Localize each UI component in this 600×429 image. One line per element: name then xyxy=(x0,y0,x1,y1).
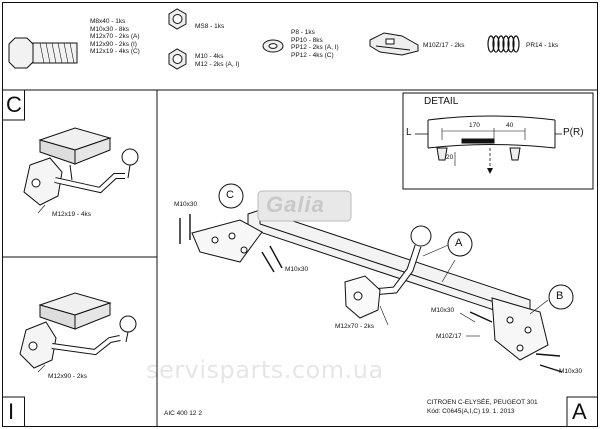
washer-line-2: PP10 - 8ks xyxy=(291,36,323,44)
detail-dim-170: 170 xyxy=(469,122,480,129)
callout-m12x70: M12x70 - 2ks xyxy=(335,323,375,330)
galia-logo-text: Galia xyxy=(266,192,325,217)
spring-icon xyxy=(487,35,520,53)
tow-ball-i-drawing xyxy=(19,292,137,369)
nut-icon xyxy=(168,8,187,70)
callout-m10z17: M10Z/17 xyxy=(436,333,462,340)
nut-quantity-list: M10 - 4ks M12 - 2ks (A, I) xyxy=(195,53,239,68)
letter-box-a xyxy=(566,396,598,427)
drawing-number: AIC 400 12 2 xyxy=(164,410,202,417)
callout-m10x30-bottom: M10x30 xyxy=(559,368,583,375)
tow-ball-c-drawing xyxy=(23,127,139,206)
panel-i-bolt-label: M12x90 - 2ks xyxy=(48,373,88,380)
code-and-date: Kód: C0645(A,I,C) 19. 1. 2013 xyxy=(427,408,515,415)
washer-icon xyxy=(262,39,284,53)
callout-a-letter: A xyxy=(455,237,463,249)
detail-right-label: P(R) xyxy=(563,127,584,138)
callout-m10x30-top: M10x30 xyxy=(174,201,198,208)
bolt-icon xyxy=(8,37,78,69)
callout-circle-b xyxy=(548,284,574,310)
galia-logo xyxy=(257,190,352,222)
bolt-line-3: M12x70 - 2ks (A) xyxy=(90,33,140,41)
washer-line-4: PP12 - 4ks (C) xyxy=(291,51,334,59)
detail-dim-20: 20 xyxy=(446,154,454,161)
main-bar-drawing xyxy=(179,209,563,373)
bolt-line-1: M8x40 - 1ks xyxy=(90,18,126,25)
detail-dim-40: 40 xyxy=(506,122,514,129)
callout-circle-a xyxy=(447,231,473,257)
callout-m10x30-left: M10x30 xyxy=(285,266,309,273)
spring-label: PR14 - 1ks xyxy=(526,42,559,49)
washer-line-3: PP12 - 2ks (A, I) xyxy=(291,44,339,52)
watermark-text: servisparts.com.ua xyxy=(146,356,384,384)
clip-nut-icon xyxy=(369,32,419,56)
detail-diagram xyxy=(402,92,594,190)
nut-line-2: M12 - 2ks (A, I) xyxy=(195,60,240,68)
detail-title: DETAIL xyxy=(424,96,459,107)
bolt-line-4: M12x90 - 2ks (I) xyxy=(90,40,137,48)
letter-box-c xyxy=(2,89,25,121)
letter-box-i xyxy=(2,396,25,427)
clip-nut-label: M10Z/17 - 2ks xyxy=(423,42,465,49)
bolt-line-2: M10x30 - 8ks xyxy=(90,25,130,33)
bolt-quantity-list: M8x40 - 1ks M10x30 - 8ks M12x70 - 2ks (A… xyxy=(90,18,140,56)
panel-letter-i: I xyxy=(8,399,15,424)
vehicle-model: CITROEN C-ELYSÉE, PEUGEOT 301 xyxy=(427,399,538,406)
panel-letter-c: C xyxy=(6,92,22,117)
washer-quantity-list: P8 - 1ks PP10 - 8ks PP12 - 2ks (A, I) PP… xyxy=(291,29,339,59)
callout-circle-c xyxy=(218,183,244,209)
callout-c-letter: C xyxy=(226,189,234,201)
nut-ms8-label: MS8 - 1ks xyxy=(195,23,225,30)
bolt-line-5: M12x19 - 4ks (C) xyxy=(90,48,140,56)
callout-b-letter: B xyxy=(556,290,564,302)
panel-letter-a: A xyxy=(572,399,587,424)
leader-lines xyxy=(379,242,549,337)
detail-left-label: L xyxy=(406,127,412,138)
panel-c-bolt-label: M12x19 - 4ks xyxy=(52,211,92,218)
callout-m10x30-right: M10x30 xyxy=(431,307,455,314)
washer-line-1: P8 - 1ks xyxy=(291,29,315,36)
nut-line-1: M10 - 4ks xyxy=(195,53,224,60)
